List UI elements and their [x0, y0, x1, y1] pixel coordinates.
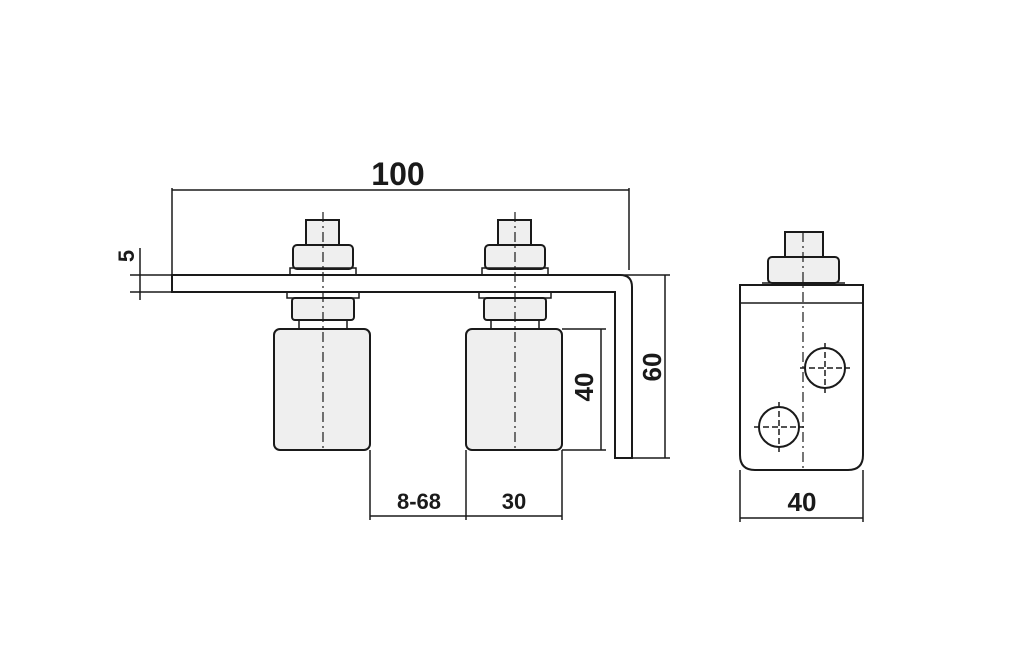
dim-bottom: 8-68 30 — [369, 450, 563, 520]
dim-wheel-height: 40 — [562, 328, 606, 451]
side-bolt-end — [784, 231, 824, 258]
overall-width-label: 100 — [371, 156, 424, 192]
side-view: 40 — [739, 231, 864, 522]
left-wheel — [273, 328, 371, 451]
side-width-label: 40 — [788, 487, 817, 517]
upper-mounting-hole — [800, 343, 850, 393]
dim-overall-width: 100 — [171, 156, 630, 275]
left-wheel-assembly — [273, 212, 371, 451]
dim-height: 60 — [620, 274, 670, 459]
dim-plate-thickness: 5 — [114, 248, 172, 300]
wheel-height-label: 40 — [569, 373, 599, 402]
dim-side-width: 40 — [739, 470, 864, 522]
right-wheel — [465, 328, 563, 451]
front-view: 100 5 60 40 8-68 — [114, 156, 670, 520]
lower-mounting-hole — [754, 402, 804, 452]
height-label: 60 — [637, 353, 667, 382]
side-plate-outline — [739, 284, 864, 471]
plate-thickness-label: 5 — [114, 250, 139, 262]
wheel-width-label: 30 — [502, 489, 526, 514]
gap-range-label: 8-68 — [397, 489, 441, 514]
right-wheel-assembly — [465, 212, 563, 451]
